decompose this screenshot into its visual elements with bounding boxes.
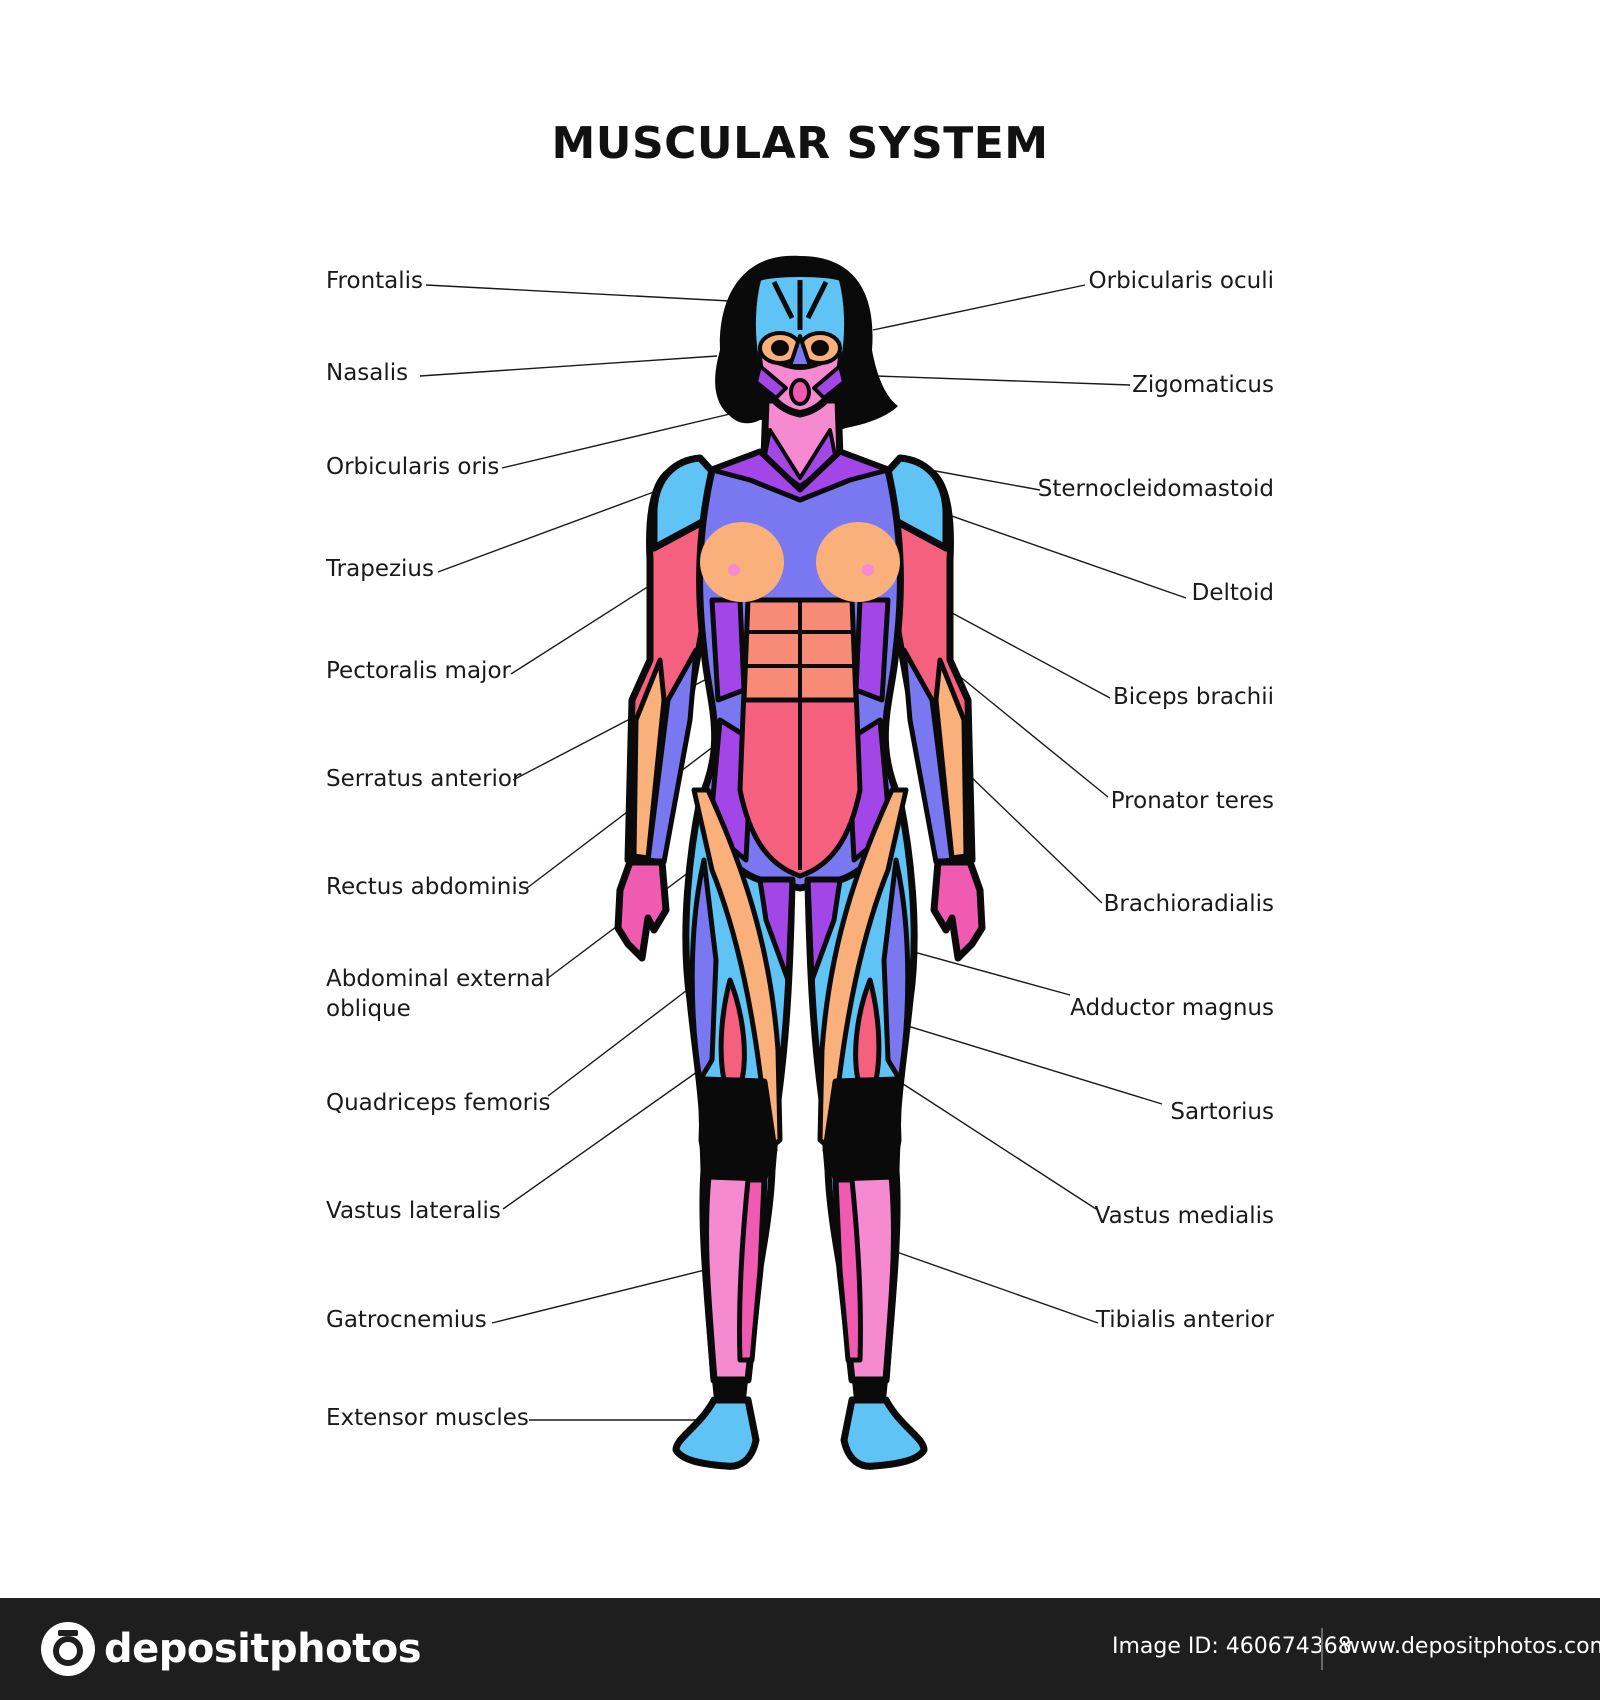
label-serratus-anterior: Serratus anterior [326,766,522,792]
site-link[interactable]: www.depositphotos.com [1342,1634,1600,1659]
abs-lines [744,600,856,870]
sartorius-left [691,787,783,1153]
vastus-lateralis-right [881,857,911,1083]
leader-tibialis [890,1249,1099,1324]
ankle-right [852,1380,888,1400]
adductor-right [805,877,843,983]
serratus-left [709,597,747,703]
label-nasalis: Nasalis [326,360,409,386]
leader-deltoid [925,506,1187,599]
image-id: Image ID: 460674368 [1112,1634,1352,1659]
footer-bar: depositphotos Image ID: 460674368 www.de… [0,1598,1600,1700]
label-vastus-medialis: Vastus medialis [1094,1203,1274,1229]
trapezius [709,449,891,503]
label-quadriceps-femoris: Quadriceps femoris [326,1090,551,1116]
label-brachioradialis: Brachioradialis [1103,891,1274,917]
label-pronator-teres: Pronator teres [1110,788,1274,814]
leader-brachioradialis [967,773,1103,904]
vastus-lateralis-left [689,857,719,1083]
foot-left [672,1396,760,1470]
deltoid-left [650,454,724,552]
label-vastus-lateralis: Vastus lateralis [326,1198,501,1224]
body-figure [614,255,986,1470]
sartorius-right [817,787,909,1153]
leader-vastus-medialis [896,1079,1097,1210]
mouth [789,378,811,406]
leader-orbicularis-oris [501,413,731,469]
nose [788,334,812,368]
label-frontalis: Frontalis [326,268,424,294]
forearm-left-outer [631,657,667,861]
gastrocnemius-left [736,1177,767,1363]
label-sternocleidomastoid: Sternocleidomastoid [1037,476,1274,502]
footer-divider [1321,1628,1323,1670]
forearm-right-outer [933,657,969,861]
tibialis-right [833,1177,864,1363]
frontalis-divide [771,280,829,330]
label-extensor-muscles: Extensor muscles [326,1405,529,1431]
knee-right [822,1076,902,1182]
muscle-diagram [419,255,1187,1470]
label-gatrocnemius: Gatrocnemius [326,1307,487,1333]
leader-biceps [927,599,1111,699]
hand-left [614,858,670,962]
brand-name: depositphotos [104,1626,422,1672]
brand-logo[interactable]: depositphotos [40,1620,422,1678]
leader-nasalis [419,355,718,377]
pectoralis-left [700,522,784,602]
deltoid-right [876,454,950,552]
page-title: MUSCULAR SYSTEM [551,118,1049,169]
hand-right [930,858,986,962]
label-rectus-abdominis: Rectus abdominis [326,874,530,900]
label-trapezius: Trapezius [326,556,434,582]
label-abdominal-external-oblique: Abdominal external oblique [326,966,551,1022]
pectoralis-right [816,522,900,602]
label-zigomaticus: Zigomaticus [1132,372,1274,398]
leader-zigomaticus [875,375,1131,386]
label-sartorius: Sartorius [1170,1099,1274,1125]
label-adductor-magnus: Adductor magnus [1070,995,1274,1021]
foot-right [840,1396,928,1470]
knee-left [698,1076,778,1182]
leader-vastus-lateralis [502,1066,705,1210]
leader-orbicularis-oculi [872,284,1086,331]
zygomatic-band [754,364,846,400]
camera-icon [41,1622,95,1676]
leader-pronator [957,674,1109,798]
label-deltoid: Deltoid [1191,580,1274,606]
serratus-right [853,597,891,703]
label-orbicularis-oris: Orbicularis oris [326,454,500,480]
label-orbicularis-oculi: Orbicularis oculi [1088,268,1274,294]
ankle-left [712,1380,748,1400]
label-tibialis-anterior: Tibialis anterior [1095,1307,1274,1333]
label-biceps-brachii: Biceps brachii [1112,684,1274,710]
label-pectoralis-major: Pectoralis major [326,658,511,684]
adductor-left [757,877,795,983]
leader-frontalis [425,284,731,302]
leader-sternocleidomastoid [929,469,1041,491]
